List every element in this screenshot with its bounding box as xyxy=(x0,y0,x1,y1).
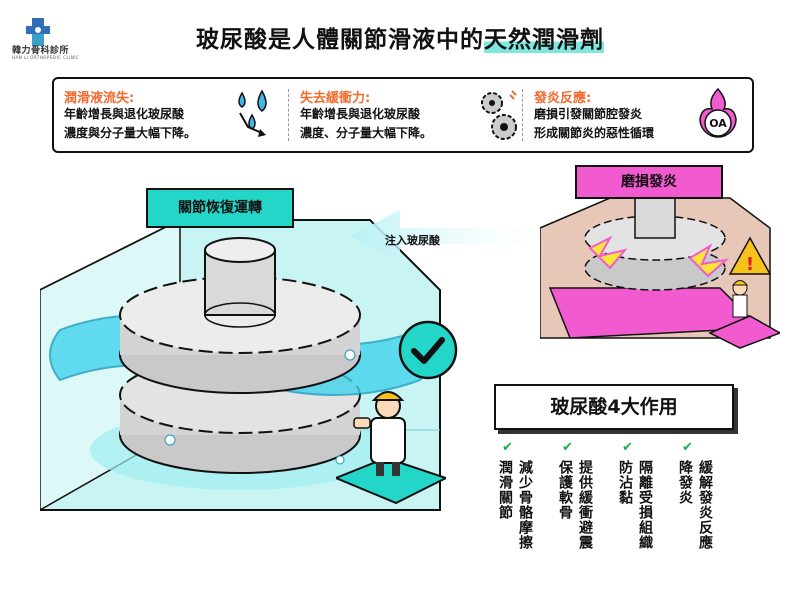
restored-joint-illustration xyxy=(40,218,441,511)
check-badge-icon xyxy=(398,320,458,380)
logo-english: HAN LI ORTHOPEDIC CLINIC xyxy=(12,55,80,60)
restore-label: 關節恢復運轉 xyxy=(146,188,294,228)
clinic-logo xyxy=(26,18,50,46)
inject-arrow xyxy=(350,210,560,262)
problem-info-box: 潤滑液流失: 年齡增長與退化玻尿酸 濃度與分子量大幅下降。 失去緩衝力: 年齡增… xyxy=(52,77,754,153)
info-title: 潤滑液流失: xyxy=(64,91,135,106)
logo-name: 韓力骨科診所 xyxy=(12,46,70,56)
inject-label: 注入玻尿酸 xyxy=(385,234,440,247)
function-text: 提供緩衝避震 xyxy=(577,460,593,550)
info-line: 濃度與分子量大幅下降。 xyxy=(64,126,197,140)
divider xyxy=(288,89,289,141)
info-body: 年齡增長與退化玻尿酸 濃度與分子量大幅下降。 xyxy=(64,105,196,143)
water-drops-icon xyxy=(238,89,267,137)
info-title: 發炎反應: xyxy=(534,91,592,106)
divider xyxy=(522,89,523,141)
check-icon: ✔ xyxy=(682,440,693,455)
damage-label: 磨損發炎 xyxy=(575,165,723,199)
info-body: 年齡增長與退化玻尿酸 濃度、分子量大幅下降。 xyxy=(300,105,432,143)
function-text: 保護軟骨 xyxy=(557,460,573,520)
functions-title: 玻尿酸4大作用 xyxy=(494,384,734,430)
upper-gear xyxy=(119,237,361,394)
info-line: 磨損引發關節腔發炎 xyxy=(534,107,643,121)
check-icon: ✔ xyxy=(562,440,573,455)
oa-text: OA xyxy=(709,117,727,130)
info-lubricant-loss: 潤滑液流失: 年齡增長與退化玻尿酸 濃度與分子量大幅下降。 xyxy=(54,79,286,151)
broken-gears-icon xyxy=(481,90,517,140)
function-text: 隔離受損組織 xyxy=(637,460,653,550)
info-cushion-loss: 失去緩衝力: 年齡增長與退化玻尿酸 濃度、分子量大幅下降。 xyxy=(290,79,522,151)
function-text: 降發炎 xyxy=(677,460,693,505)
title-part-1: 玻尿酸是人體關節滑液中的 xyxy=(196,27,484,53)
oa-flame-icon: OA xyxy=(699,87,737,138)
page-title: 玻尿酸是人體關節滑液中的天然潤滑劑 xyxy=(0,20,800,54)
warning-mark: ! xyxy=(746,254,754,275)
function-text: 緩解發炎反應 xyxy=(697,460,713,550)
info-line: 形成關節炎的惡性循環 xyxy=(534,126,655,140)
check-icon: ✔ xyxy=(622,440,633,455)
info-line: 年齡增長與退化玻尿酸 xyxy=(64,107,185,121)
function-text: 潤滑關節 xyxy=(497,460,513,520)
function-text: 防沾黏 xyxy=(617,460,633,505)
info-line: 濃度、分子量大幅下降。 xyxy=(300,126,433,140)
info-title: 失去緩衝力: xyxy=(300,91,371,106)
doctor-thumbs-up-icon xyxy=(336,391,446,505)
info-inflammation: 發炎反應: 磨損引發關節腔發炎 形成關節炎的惡性循環 OA xyxy=(524,79,750,151)
damaged-joint-illustration: ! xyxy=(540,197,780,349)
title-highlight: 天然潤滑劑 xyxy=(484,27,604,53)
info-body: 磨損引發關節腔發炎 形成關節炎的惡性循環 xyxy=(534,105,654,143)
function-text: 減少骨骼摩擦 xyxy=(517,460,533,550)
check-icon: ✔ xyxy=(502,440,513,455)
info-line: 年齡增長與退化玻尿酸 xyxy=(300,107,421,121)
